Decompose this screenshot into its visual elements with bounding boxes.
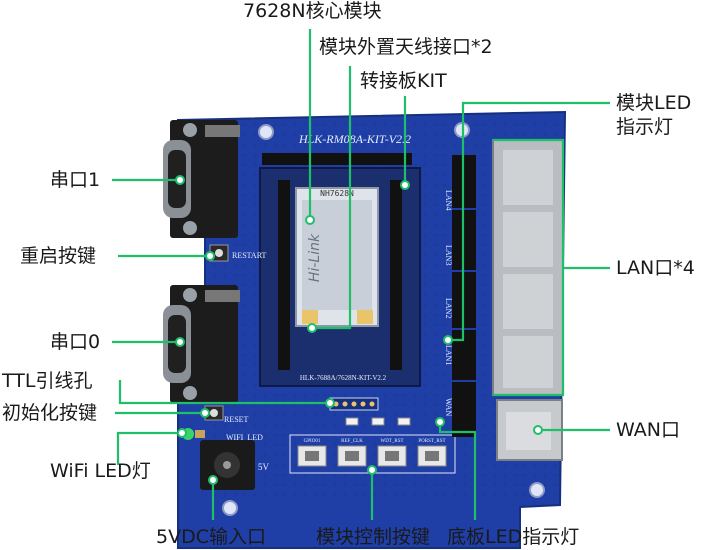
power-silk: 5V [258,462,270,472]
dc-power-jack [200,440,255,490]
leader-antenna [312,66,352,330]
core-module-7628n: NH7628N Hi-Link [295,187,379,327]
key-silk-1: GPIO01 [304,439,321,444]
leader-module-led [448,101,610,342]
key-ref-clk[interactable] [337,445,367,467]
label-restart-key: 重启按键 [20,245,97,267]
board-title: HLK-RM08A-KIT-V2.2 [298,132,411,146]
serial0-connector [163,285,240,403]
board-leds [345,417,411,426]
key-gpio01[interactable] [297,445,327,467]
label-dc-input: 5VDC输入口 [156,526,266,548]
lan2-silk: LAN2 [444,298,453,318]
mount-hole-bl [222,500,238,516]
module-brand-label: Hi-Link [307,233,323,282]
label-antenna: 模块外置天线接口*2 [319,36,493,58]
key-silk-4: PORST_RST [418,439,445,444]
label-serial0: 串口0 [50,331,101,353]
ttl-header-holes [329,397,379,411]
lan-ports-block [492,139,564,396]
label-module-keys: 模块控制按键 [316,526,431,548]
mount-hole-br [529,482,545,498]
wan-silk: WAN [444,398,453,416]
label-wan-port: WAN口 [616,419,680,441]
leader-dots [175,175,543,485]
top-pin-header [262,153,412,165]
key-wdt-rst[interactable] [377,445,407,467]
label-adapter-kit: 转接板KIT [360,70,447,92]
adapter-bottom-silk: HLK-7688A/7628N-KIT-V2.2 [300,374,387,382]
label-7628n-module: 7628N核心模块 [243,0,382,22]
key-silk-2: REF_CLK [341,439,363,444]
label-lan-ports: LAN口*4 [616,257,695,279]
lan4-silk: LAN4 [444,190,453,210]
key-silk-3: WDT_RST [380,439,403,444]
lan3-silk: LAN3 [444,245,453,265]
leader-ttl [118,380,330,405]
label-wifi-led: WiFi LED灯 [50,460,151,482]
label-module-led-line2: 指示灯 [616,116,674,138]
restart-silk: RESTART [232,251,267,260]
key-porst-rst[interactable] [417,445,447,467]
label-init-key: 初始化按键 [2,402,98,424]
leader-lan-bracket [493,138,565,397]
reset-button[interactable] [204,405,224,421]
label-module-led-line1: 模块LED [616,92,692,114]
adapter-kit-board: HLK-7688A/7628N-KIT-V2.2 [259,167,421,387]
serial1-connector [163,120,240,238]
module-chip-label: NH7628N [320,189,354,198]
wifi-led-silk: WIFI_LED [226,433,263,442]
reset-silk: RESET [224,415,249,424]
label-board-led: 底板LED指示灯 [447,526,580,548]
leader-lines [112,29,610,520]
mount-hole-tl [258,124,274,140]
lan1-silk: LAN1 [444,345,453,365]
label-ttl-holes: TTL引线孔 [2,370,93,392]
label-serial1: 串口1 [50,169,101,191]
leader-wifi [116,431,182,465]
